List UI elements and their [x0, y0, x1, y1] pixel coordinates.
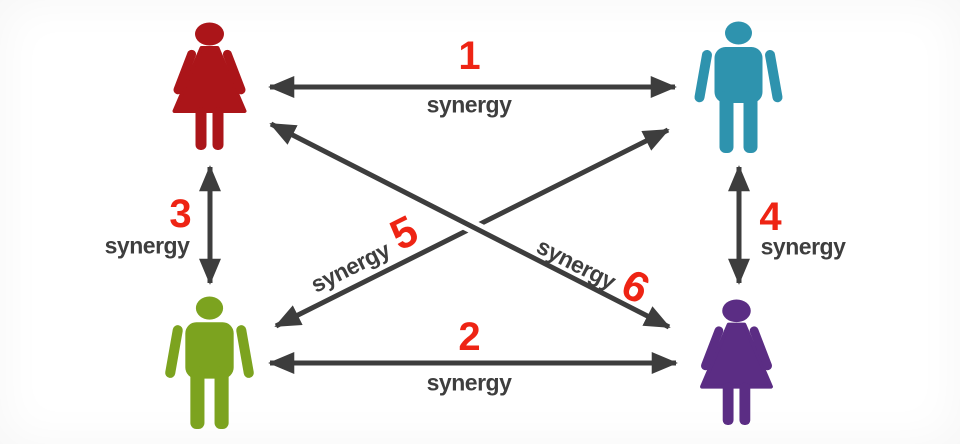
man-icon — [165, 296, 254, 429]
woman-icon — [172, 22, 247, 150]
person-top-left — [161, 22, 258, 152]
person-top-right — [690, 21, 787, 156]
edge-4-number: 4 — [759, 195, 781, 239]
edge-2-label: synergy — [426, 369, 512, 396]
person-bottom-right — [688, 299, 785, 427]
person-bottom-left — [161, 296, 258, 432]
woman-icon — [700, 299, 773, 426]
man-icon — [694, 21, 783, 153]
edge-2-number: 2 — [458, 315, 480, 359]
edge-1-number: 1 — [458, 34, 480, 78]
edge-4-label: synergy — [760, 233, 846, 260]
edge-1-label: synergy — [426, 91, 512, 118]
synergy-arrow-6 — [269, 121, 671, 330]
edge-3-number: 3 — [169, 192, 191, 236]
edge-3-label: synergy — [104, 232, 190, 259]
